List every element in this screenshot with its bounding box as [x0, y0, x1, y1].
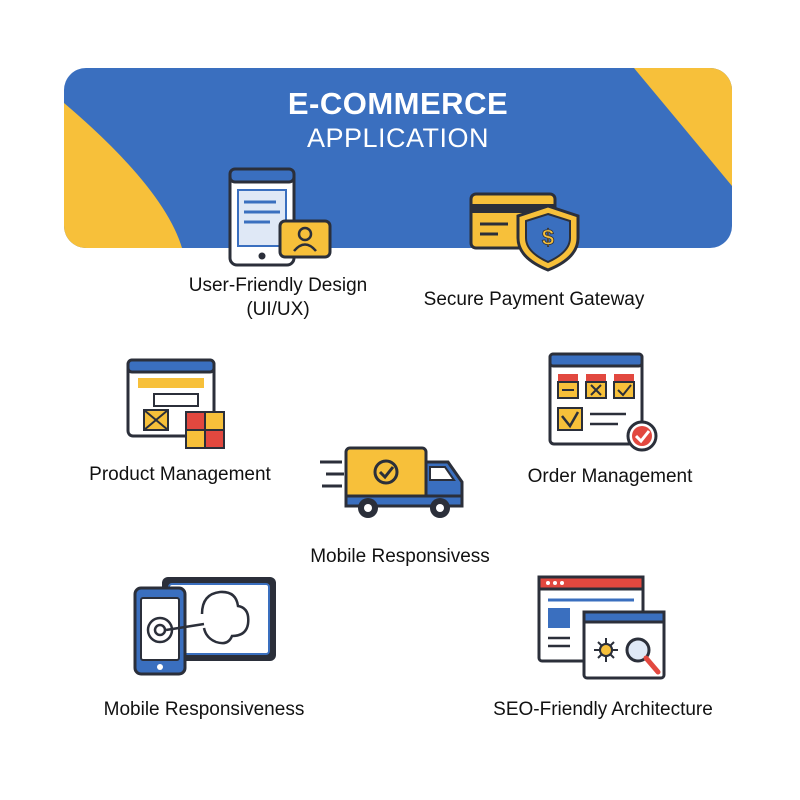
browser-magnifier-icon [537, 575, 666, 680]
feature-order-label: Order Management [527, 466, 693, 487]
banner-background [64, 68, 732, 248]
feature-ux-label: User-Friendly Design (UI/UX) [168, 274, 388, 322]
feature-product-label: Product Management [89, 464, 271, 485]
feature-responsive-label: Mobile Responsiveness [103, 699, 305, 720]
feature-ux-label-line2: (UI/UX) [246, 299, 310, 320]
delivery-truck-icon [320, 446, 464, 518]
order-checklist-icon [548, 352, 658, 452]
phone-tablet-icon [133, 577, 276, 676]
feature-payment-label: Secure Payment Gateway [423, 289, 645, 310]
feature-ux-label-line1: User-Friendly Design [188, 275, 368, 296]
header-banner: E-COMMERCE APPLICATION [64, 68, 732, 248]
svg-text:$: $ [542, 225, 554, 250]
banner-subtitle: APPLICATION [306, 123, 490, 153]
card-shield-icon: $ [469, 192, 580, 272]
banner-title: E-COMMERCE [287, 86, 509, 121]
product-window-icon [126, 358, 225, 449]
feature-delivery-label: Mobile Responsivess [310, 546, 490, 567]
mobile-profile-icon [228, 167, 332, 267]
feature-seo-label: SEO-Friendly Architecture [493, 699, 713, 720]
